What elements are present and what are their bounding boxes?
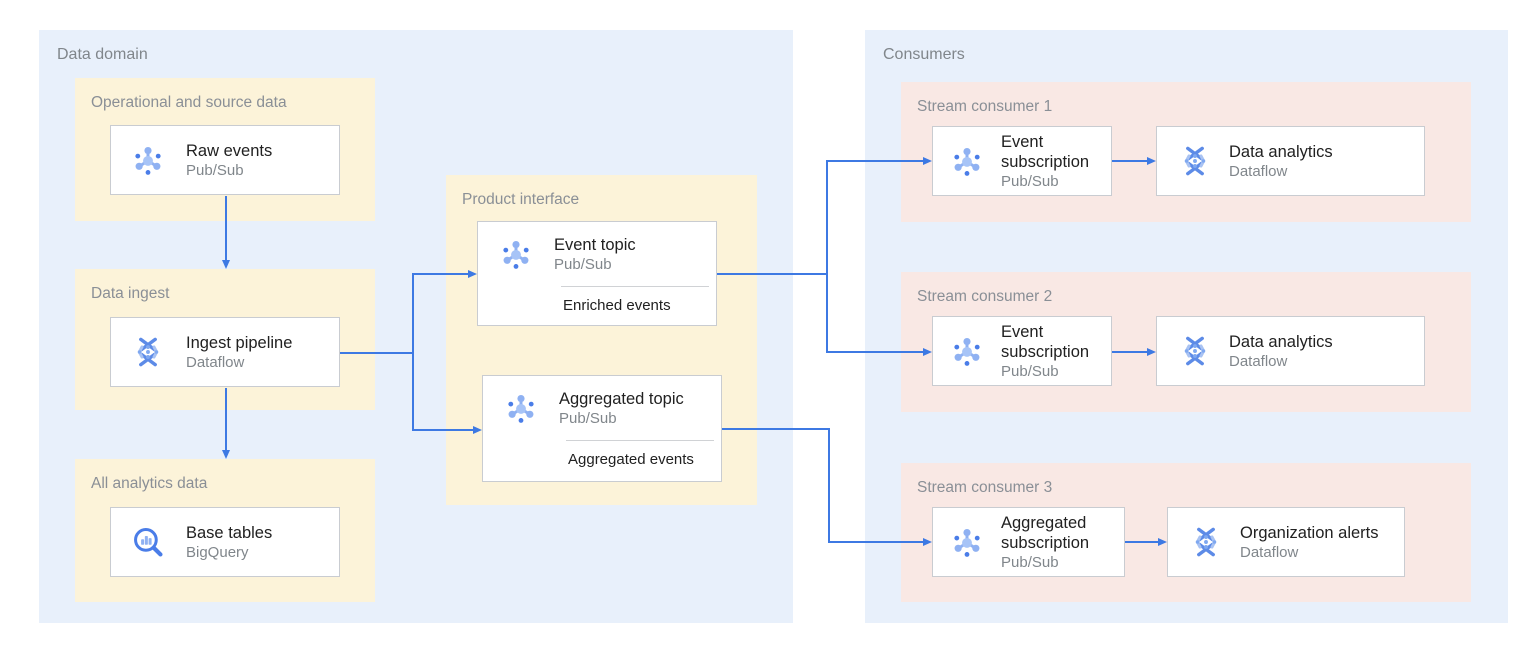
card-ingest-pipeline: Ingest pipeline Dataflow	[110, 317, 340, 387]
card-product: Dataflow	[1229, 162, 1288, 180]
stream-consumer-2-label: Stream consumer 2	[917, 288, 1053, 305]
pubsub-icon	[133, 145, 163, 177]
card-sublabel: Enriched events	[563, 297, 671, 314]
card-product: Pub/Sub	[1001, 553, 1059, 571]
card-title: Data analytics	[1229, 142, 1333, 161]
card-organization-alerts: Organization alerts Dataflow	[1167, 507, 1405, 577]
pubsub-icon	[952, 336, 982, 368]
bigquery-icon	[130, 524, 166, 560]
group-operational-label: Operational and source data	[91, 94, 287, 111]
card-title: Aggregated subscription	[1001, 513, 1090, 552]
card-title: Organization alerts	[1240, 523, 1379, 542]
card-title: Aggregated topic	[559, 389, 684, 408]
card-product: Pub/Sub	[559, 409, 617, 427]
dataflow-icon	[1183, 336, 1207, 366]
card-title: Data analytics	[1229, 332, 1333, 351]
card-divider	[566, 440, 714, 441]
card-product: Pub/Sub	[186, 161, 244, 179]
card-data-analytics-1: Data analytics Dataflow	[1156, 126, 1425, 196]
pubsub-icon	[506, 393, 536, 425]
card-divider	[561, 286, 709, 287]
card-event-subscription-2: Event subscription Pub/Sub	[932, 316, 1112, 386]
consumers-label: Consumers	[883, 46, 965, 63]
card-product: Dataflow	[1240, 543, 1299, 561]
card-product: Dataflow	[1229, 352, 1288, 370]
card-title: Event subscription	[1001, 322, 1090, 361]
card-title: Event subscription	[1001, 132, 1090, 171]
card-product: Pub/Sub	[554, 255, 612, 273]
card-product: Dataflow	[186, 353, 245, 371]
stream-consumer-3-label: Stream consumer 3	[917, 479, 1053, 496]
card-product: Pub/Sub	[1001, 362, 1059, 380]
group-ingest-label: Data ingest	[91, 285, 170, 302]
card-event-topic: Event topic Pub/Sub Enriched events	[477, 221, 717, 326]
card-title: Event topic	[554, 235, 636, 254]
card-aggregated-subscription: Aggregated subscription Pub/Sub	[932, 507, 1125, 577]
card-sublabel: Aggregated events	[568, 451, 694, 468]
pubsub-icon	[952, 527, 982, 559]
card-data-analytics-2: Data analytics Dataflow	[1156, 316, 1425, 386]
pubsub-icon	[952, 146, 982, 178]
card-title: Base tables	[186, 523, 273, 542]
card-event-subscription-1: Event subscription Pub/Sub	[932, 126, 1112, 196]
data-domain-label: Data domain	[57, 46, 148, 63]
card-base-tables: Base tables BigQuery	[110, 507, 340, 577]
card-raw-events: Raw events Pub/Sub	[110, 125, 340, 195]
dataflow-icon	[1194, 527, 1218, 557]
pubsub-icon	[501, 239, 531, 271]
group-analytics-label: All analytics data	[91, 475, 208, 492]
card-title: Ingest pipeline	[186, 333, 293, 352]
card-product: Pub/Sub	[1001, 172, 1059, 190]
dataflow-icon	[1183, 146, 1207, 176]
card-product: BigQuery	[186, 543, 249, 561]
dataflow-icon	[136, 337, 160, 367]
stream-consumer-1-label: Stream consumer 1	[917, 98, 1053, 115]
card-aggregated-topic: Aggregated topic Pub/Sub Aggregated even…	[482, 375, 722, 482]
group-product-interface-label: Product interface	[462, 191, 580, 208]
card-title: Raw events	[186, 141, 273, 160]
